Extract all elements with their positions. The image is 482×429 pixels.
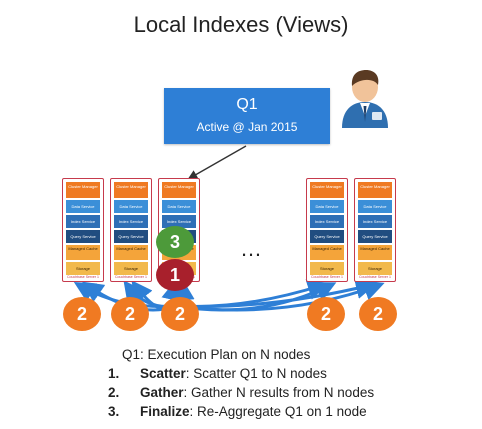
scatter-arrow	[175, 280, 385, 312]
service-block: Index Service	[310, 214, 344, 228]
server-label: Couchbase Server 1	[359, 275, 391, 279]
service-block: Query Service	[358, 229, 392, 243]
service-block: Cluster Manager	[358, 182, 392, 198]
service-block: Storage	[114, 261, 148, 275]
server-label: Couchbase Server 1	[311, 275, 343, 279]
server-label: Couchbase Server 1	[67, 275, 99, 279]
scatter-badge: 2	[307, 297, 345, 331]
service-block: Cluster Manager	[114, 182, 148, 198]
service-block: Managed Cache	[310, 244, 344, 260]
plan-step: 3.Finalize: Re-Aggregate Q1 on 1 node	[108, 404, 367, 419]
service-block: Data Service	[114, 199, 148, 213]
service-block: Managed Cache	[66, 244, 100, 260]
more-nodes-ellipsis: …	[240, 236, 263, 261]
server-label: Couchbase Server 1	[115, 275, 147, 279]
finalize-badge: 1	[156, 259, 194, 291]
execution-plan: Q1: Execution Plan on N nodes 1.Scatter:…	[108, 345, 374, 421]
scatter-badge: 2	[161, 297, 199, 331]
service-block: Managed Cache	[358, 244, 392, 260]
service-block: Data Service	[358, 199, 392, 213]
scatter-badge: 2	[63, 297, 101, 331]
service-block: Cluster Manager	[162, 182, 196, 198]
service-block: Index Service	[114, 214, 148, 228]
service-block: Query Service	[310, 229, 344, 243]
scatter-badge: 2	[359, 297, 397, 331]
query-to-node-arrow	[187, 145, 247, 180]
service-block: Storage	[66, 261, 100, 275]
query-box: Q1 Active @ Jan 2015	[164, 88, 330, 144]
service-block: Cluster Manager	[310, 182, 344, 198]
service-block: Data Service	[162, 199, 196, 213]
service-block: Data Service	[66, 199, 100, 213]
service-block: Cluster Manager	[66, 182, 100, 198]
service-block: Query Service	[66, 229, 100, 243]
user-icon	[342, 70, 388, 128]
plan-heading: Q1: Execution Plan on N nodes	[122, 347, 311, 362]
service-block: Managed Cache	[114, 244, 148, 260]
query-name: Q1	[236, 96, 258, 113]
service-block: Storage	[358, 261, 392, 275]
service-block: Data Service	[310, 199, 344, 213]
scatter-badge: 2	[111, 297, 149, 331]
service-block: Index Service	[358, 214, 392, 228]
query-subtitle: Active @ Jan 2015	[196, 120, 298, 134]
service-block: Index Service	[66, 214, 100, 228]
plan-step: 2.Gather: Gather N results from N nodes	[108, 385, 375, 400]
service-block: Storage	[310, 261, 344, 275]
plan-step: 1.Scatter: Scatter Q1 to N nodes	[108, 366, 327, 381]
service-block: Query Service	[114, 229, 148, 243]
slide-title: Local Indexes (Views)	[133, 12, 349, 37]
service-block: Index Service	[162, 214, 196, 228]
scatter-arrow	[175, 278, 377, 309]
gather-badge: 3	[156, 226, 194, 258]
